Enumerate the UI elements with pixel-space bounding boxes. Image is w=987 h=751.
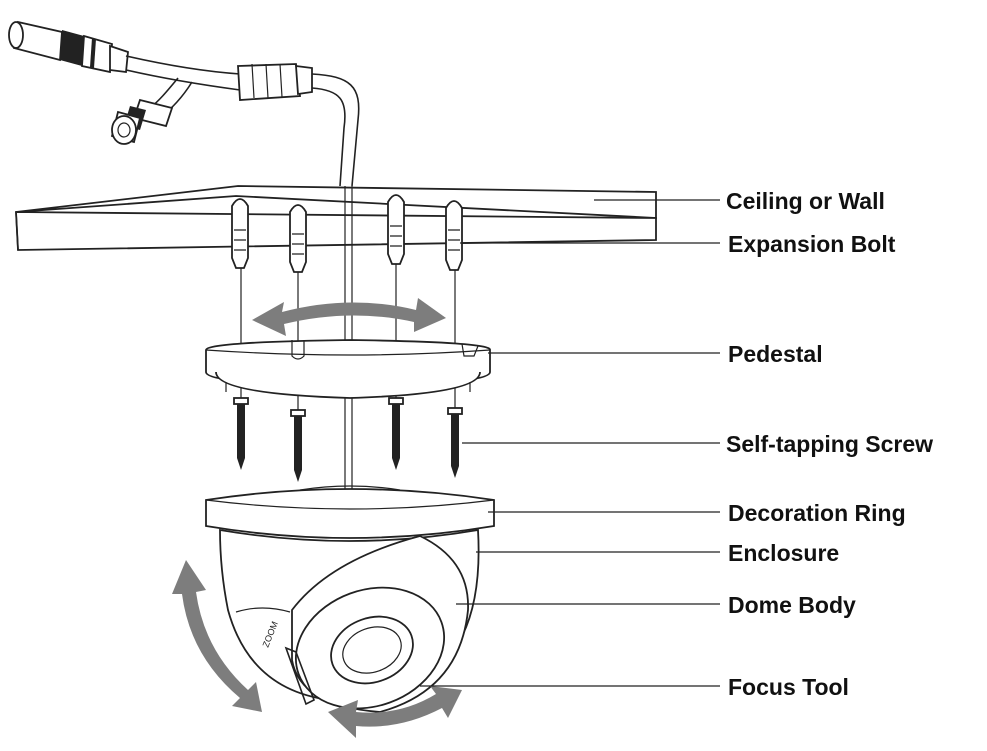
callout-lines: [420, 199, 720, 687]
bnc-connector: [8, 20, 129, 74]
label-decoration-ring: Decoration Ring: [728, 500, 906, 526]
ceiling-plate: [15, 185, 657, 251]
self-tapping-screw: [388, 397, 404, 470]
expansion-bolt: [445, 200, 463, 271]
self-tapping-screws: [233, 397, 463, 482]
self-tapping-screw: [233, 397, 249, 470]
expansion-bolt: [289, 204, 307, 273]
self-tapping-screw: [290, 409, 306, 482]
pedestal: [205, 339, 491, 399]
label-pedestal: Pedestal: [728, 341, 823, 367]
decoration-ring: [205, 485, 495, 539]
dome-body: [291, 535, 469, 713]
label-dome-body: Dome Body: [728, 592, 856, 618]
expansion-bolt: [231, 198, 249, 269]
label-expansion-bolt: Expansion Bolt: [728, 231, 896, 257]
cable-assembly: [8, 20, 360, 187]
label-self-tapping-screw: Self-tapping Screw: [726, 431, 933, 457]
rotation-arrow-tilt: [172, 560, 262, 712]
rotation-arrow-pan: [328, 686, 462, 738]
expansion-bolts: [231, 194, 463, 273]
power-connector: [110, 98, 174, 145]
cable-splitter: [237, 63, 313, 101]
rotation-arrow-horizontal: [252, 298, 446, 336]
label-ceiling-or-wall: Ceiling or Wall: [726, 188, 885, 214]
expansion-bolt: [387, 194, 405, 265]
self-tapping-screw: [447, 407, 463, 478]
label-focus-tool: Focus Tool: [728, 674, 849, 700]
label-enclosure: Enclosure: [728, 540, 839, 566]
focus-tool: [284, 646, 316, 706]
